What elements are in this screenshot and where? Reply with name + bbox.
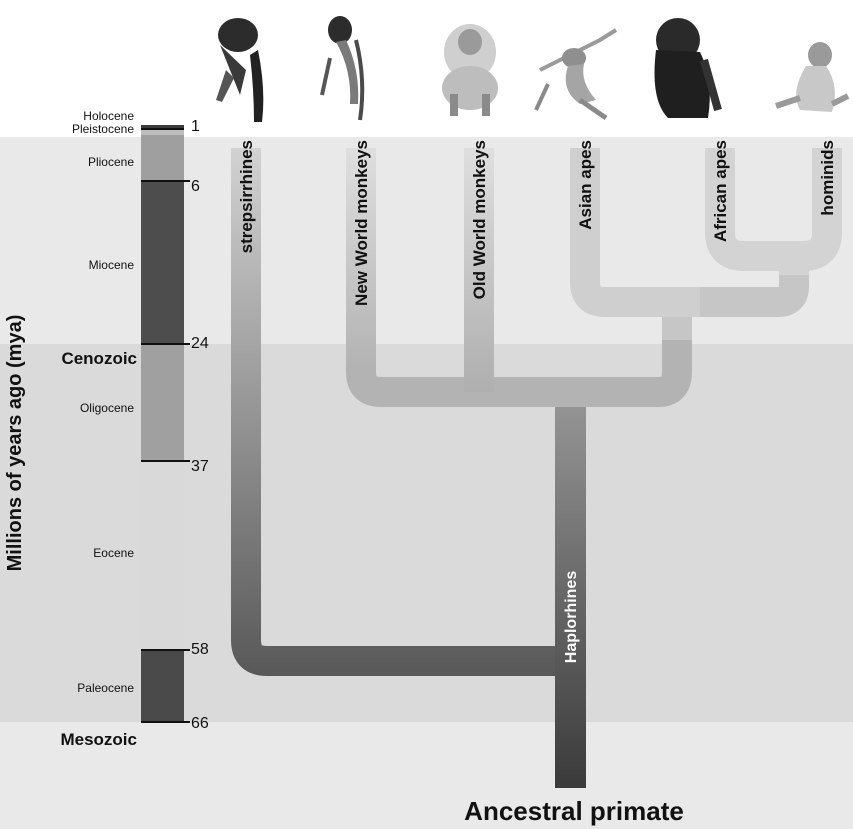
gorilla-icon bbox=[655, 18, 719, 118]
taxon-label-asian-apes: Asian apes bbox=[576, 140, 595, 230]
tick-label-58: 58 bbox=[191, 641, 209, 658]
epoch-block-oligocene bbox=[141, 344, 184, 461]
epoch-block-pliocene bbox=[141, 135, 184, 181]
taxon-label-new-world-monkeys: New World monkeys bbox=[352, 140, 371, 306]
epoch-column bbox=[141, 125, 190, 722]
axis-label: Millions of years ago (mya) bbox=[4, 315, 26, 572]
taxon-label-african-apes: African apes bbox=[711, 140, 730, 242]
epoch-label-oligocene: Oligocene bbox=[80, 401, 134, 415]
epoch-label-eocene: Eocene bbox=[93, 546, 134, 560]
taxon-label-hominids: hominids bbox=[818, 140, 837, 216]
epoch-label-holocene: Holocene bbox=[83, 109, 134, 123]
epoch-label-pleistocene: Pleistocene bbox=[72, 122, 134, 136]
epoch-label-miocene: Miocene bbox=[89, 258, 135, 272]
epoch-label-pliocene: Pliocene bbox=[88, 155, 134, 169]
epoch-label-paleocene: Paleocene bbox=[77, 681, 134, 695]
taxon-label-old-world-monkeys: Old World monkeys bbox=[470, 140, 489, 299]
branch-hominine-stem bbox=[779, 256, 794, 275]
tick-label-24: 24 bbox=[191, 335, 209, 352]
new-world-monkey-icon bbox=[322, 16, 362, 120]
epoch-block-miocene bbox=[141, 181, 184, 344]
gibbon-icon bbox=[536, 30, 616, 118]
tick-label-1: 1 bbox=[191, 118, 200, 135]
era-label-mesozoic: Mesozoic bbox=[60, 730, 137, 749]
epoch-block-eocene bbox=[141, 461, 184, 650]
era-label-cenozoic: Cenozoic bbox=[61, 349, 137, 368]
lemur-icon bbox=[216, 18, 263, 122]
branch-label-haplorhines: Haplorhines bbox=[563, 571, 580, 664]
tick-label-66: 66 bbox=[191, 715, 209, 732]
taxon-label-strepsirrhines: strepsirrhines bbox=[237, 140, 256, 253]
tick-label-6: 6 bbox=[191, 178, 200, 195]
epoch-block-paleocene bbox=[141, 650, 184, 722]
root-label: Ancestral primate bbox=[464, 796, 684, 826]
tick-label-37: 37 bbox=[191, 458, 209, 475]
baboon-icon bbox=[442, 24, 498, 116]
human-icon bbox=[776, 42, 848, 112]
